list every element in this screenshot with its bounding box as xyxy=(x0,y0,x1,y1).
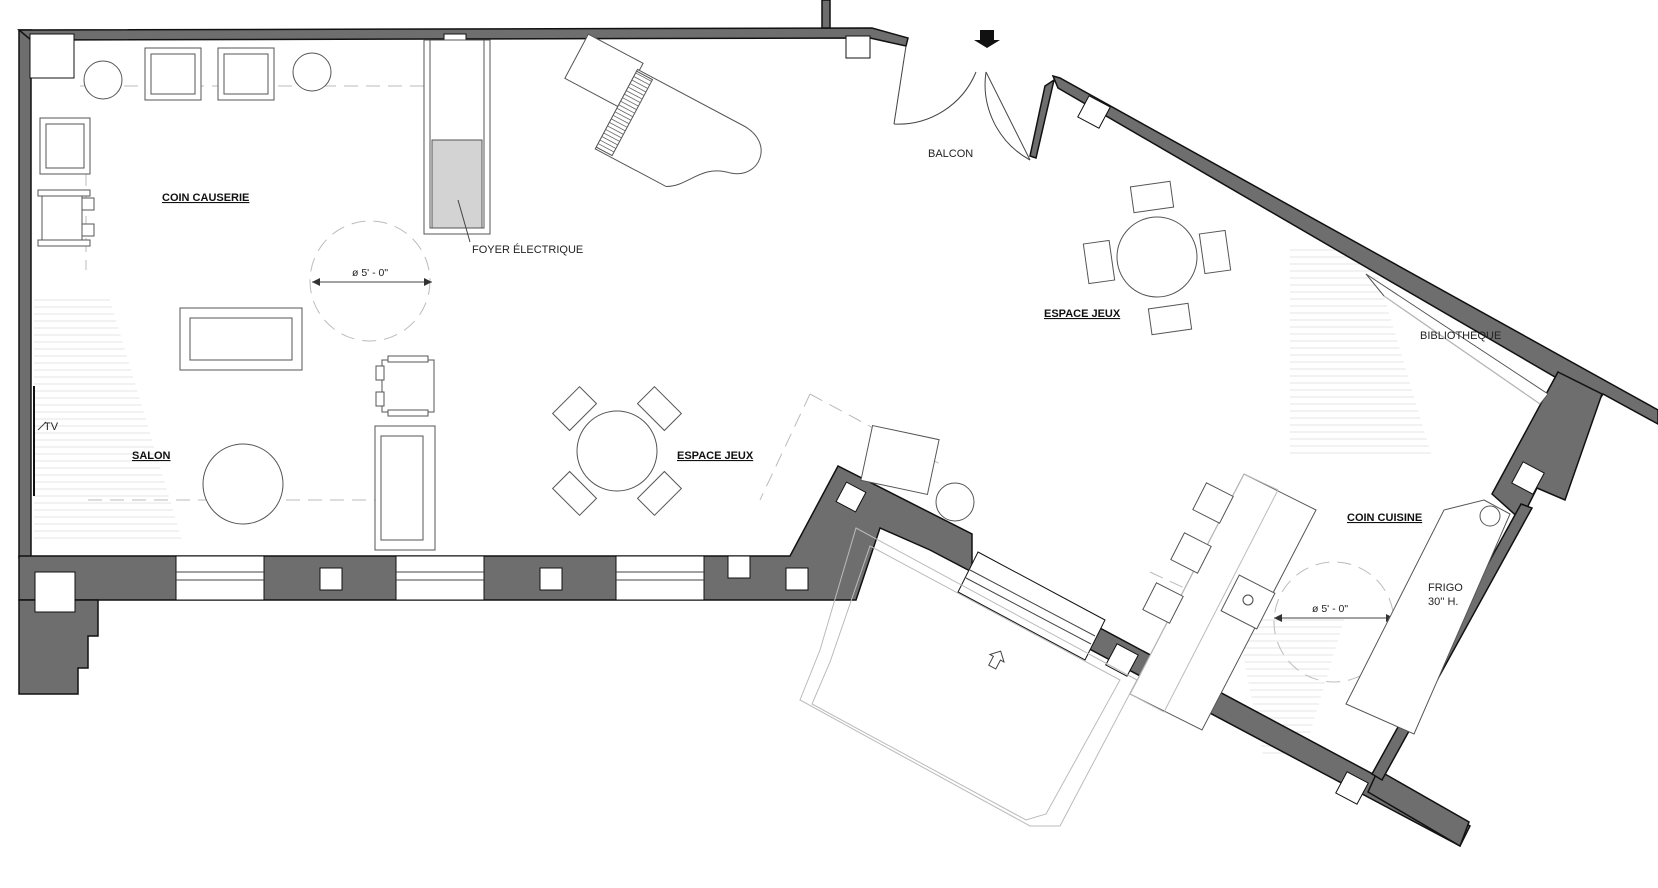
room-label-coin-causerie: COIN CAUSERIE xyxy=(162,192,249,204)
column xyxy=(34,571,76,613)
sliding-door xyxy=(957,551,1106,661)
side-table xyxy=(292,52,332,92)
side-table xyxy=(83,60,123,100)
coffee-table xyxy=(202,443,284,525)
rug-circle xyxy=(309,220,431,342)
label-frigo: FRIGO xyxy=(1428,582,1463,594)
room-label-salon: SALON xyxy=(132,450,171,462)
dimension-right: ø 5' - 0" xyxy=(1312,603,1348,615)
sink xyxy=(1220,574,1276,630)
balcony-arrow-icon xyxy=(988,650,1005,670)
columns xyxy=(29,33,1545,805)
window-3 xyxy=(615,555,705,601)
electric-fireplace xyxy=(423,39,491,243)
column xyxy=(785,567,809,591)
coin-causerie-furniture xyxy=(37,47,432,342)
wall-right-diagonal xyxy=(1051,74,1658,425)
wall-left xyxy=(18,29,32,559)
door-jamb-right xyxy=(1029,78,1056,159)
column xyxy=(1511,461,1545,495)
wall-top-stub xyxy=(821,0,831,29)
kitchen xyxy=(1129,473,1511,735)
wall-pier-lower-left xyxy=(18,599,99,695)
label-balcon: BALCON xyxy=(928,148,973,160)
stool xyxy=(1192,482,1234,524)
dimension-left: ø 5' - 0" xyxy=(352,267,388,279)
room-label-coin-cuisine: COIN CUISINE xyxy=(1347,512,1422,524)
grand-piano xyxy=(564,33,762,187)
column xyxy=(1335,771,1369,805)
room-label-espace-jeux-right: ESPACE JEUX xyxy=(1044,308,1121,320)
column xyxy=(29,33,75,79)
chair xyxy=(860,424,940,496)
label-foyer: FOYER ÉLECTRIQUE xyxy=(472,243,583,256)
stool xyxy=(1170,532,1212,574)
label-tv: TV xyxy=(44,421,59,433)
column xyxy=(727,555,751,579)
game-table-right xyxy=(1082,180,1232,336)
wall-bottom-left xyxy=(18,464,973,601)
column xyxy=(539,567,563,591)
window-1 xyxy=(175,555,265,601)
column xyxy=(845,35,871,59)
fridge-counter xyxy=(1345,499,1511,735)
entry-arrow-icon xyxy=(974,30,1000,48)
game-table-left xyxy=(551,385,975,522)
bookshelf xyxy=(1365,273,1549,405)
column xyxy=(319,567,343,591)
chair xyxy=(41,191,83,245)
balcony-door xyxy=(893,30,1031,161)
label-frigo-height: 30'' H. xyxy=(1428,596,1459,608)
column xyxy=(1077,95,1111,129)
column xyxy=(835,481,867,513)
side-table xyxy=(935,482,975,522)
room-label-espace-jeux-left: ESPACE JEUX xyxy=(677,450,754,462)
label-bibliotheque: BIBLIOTHÈQUE xyxy=(1420,329,1501,342)
column xyxy=(1105,643,1139,677)
window-2 xyxy=(395,555,485,601)
salon-furniture xyxy=(33,307,436,551)
fireplace-firebox xyxy=(431,139,483,229)
labels: COIN CAUSERIE SALON ESPACE JEUX ESPACE J… xyxy=(44,148,1501,615)
toilet-icon xyxy=(1479,505,1501,527)
armchair xyxy=(381,359,435,413)
wall-bottom-diagonal-2 xyxy=(1367,768,1470,848)
stool xyxy=(1142,582,1184,624)
windows xyxy=(175,551,1106,661)
